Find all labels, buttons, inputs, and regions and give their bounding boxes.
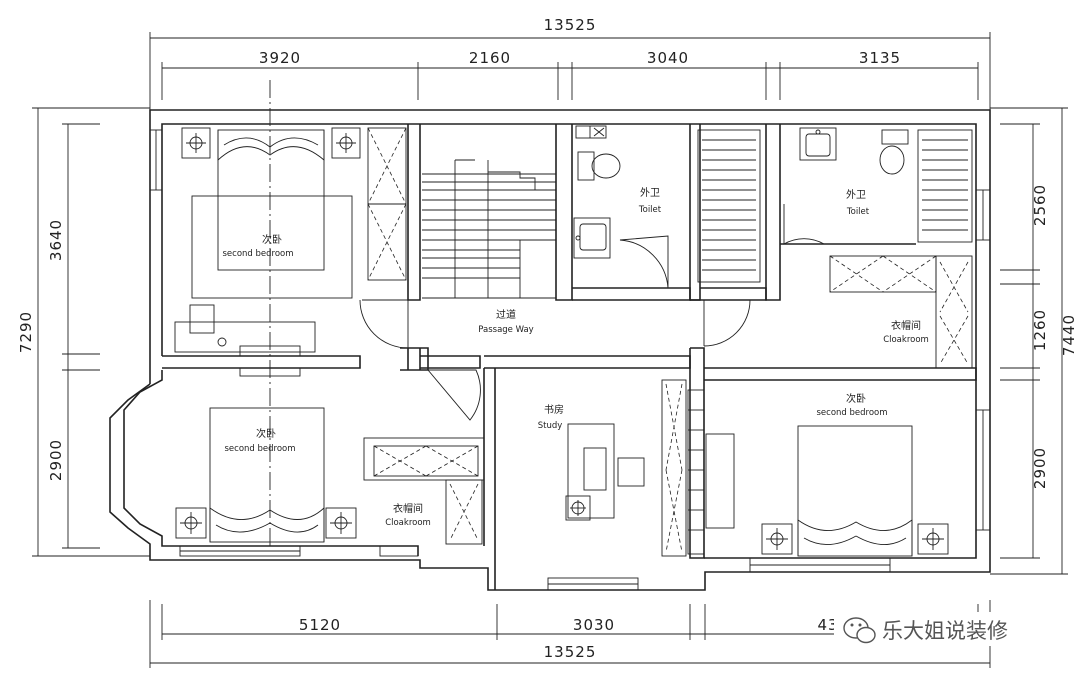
bedroom-sw-en: second bedroom (224, 444, 295, 454)
study-en: Study (538, 421, 563, 431)
bed-nw (181, 127, 361, 299)
wardrobe-nw (367, 127, 407, 281)
shower-slats-2 (922, 139, 968, 231)
dim-top-3: 3040 (647, 49, 689, 67)
dim-left-total: 7290 (17, 311, 35, 353)
label-toilet-2: 外卫 Toilet (846, 189, 870, 217)
label-bedroom-se: 次卧 second bedroom (816, 392, 887, 418)
dim-top-4: 3135 (859, 49, 901, 67)
toilet-2-cn: 外卫 (846, 189, 866, 201)
watermark-text: 乐大姐说装修 (882, 619, 1008, 643)
toilet-2-en: Toilet (846, 207, 870, 217)
dim-bottom-2: 3030 (573, 616, 615, 634)
staircase (422, 159, 556, 299)
dim-left-1: 3640 (47, 219, 65, 261)
cloakroom-sw-cn: 衣帽间 (393, 502, 423, 515)
doors (359, 204, 825, 421)
dim-left-2: 2900 (47, 439, 65, 481)
bedroom-nw-en: second bedroom (222, 249, 293, 259)
cloakroom-sw-en: Cloakroom (385, 518, 431, 528)
label-cloakroom-sw: 衣帽间 Cloakroom (385, 502, 431, 528)
bedroom-se-cn: 次卧 (846, 392, 866, 405)
cloakroom-e-en: Cloakroom (883, 335, 929, 345)
label-bedroom-sw: 次卧 second bedroom (224, 427, 295, 454)
dim-right-3: 2900 (1031, 447, 1049, 489)
study-shelf (687, 389, 705, 555)
passage-en: Passage Way (478, 325, 533, 335)
bedroom-nw-cn: 次卧 (262, 233, 282, 246)
label-study: 书房 Study (538, 403, 564, 431)
dim-right-1: 2560 (1031, 184, 1049, 226)
bedroom-sw-cn: 次卧 (256, 427, 276, 440)
dim-right-2: 1260 (1031, 309, 1049, 351)
toilet-2-fixtures (799, 127, 973, 243)
bed-sw (175, 407, 357, 543)
wardrobe-sw (363, 437, 485, 545)
toilet-1-cn: 外卫 (640, 187, 660, 199)
right-dimensions: 2560 1260 2900 7440 (990, 107, 1078, 575)
watermark: 乐大姐说装修 (834, 612, 1058, 646)
bedroom-se-en: second bedroom (816, 408, 887, 418)
dim-top-2: 2160 (469, 49, 511, 67)
dim-right-total: 7440 (1060, 314, 1078, 356)
study-cn: 书房 (544, 403, 564, 416)
label-cloakroom-e: 衣帽间 Cloakroom (883, 319, 929, 345)
dim-bottom-3: 43 (817, 616, 838, 634)
passage-cn: 过道 (496, 308, 516, 321)
label-passage: 过道 Passage Way (478, 308, 533, 335)
dim-top-1: 3920 (259, 49, 301, 67)
left-dimensions: 7290 3640 2900 (17, 107, 150, 557)
bed-se (705, 425, 949, 557)
shower-slats-1 (702, 139, 756, 271)
dim-bottom-1: 5120 (299, 616, 341, 634)
dim-top-total: 13525 (544, 16, 597, 34)
wardrobe-e (829, 255, 973, 369)
study-furniture (565, 379, 705, 557)
top-dimensions: 13525 3920 2160 3040 3135 (149, 16, 991, 110)
toilet-1-en: Toilet (638, 205, 662, 215)
label-bedroom-nw: 次卧 second bedroom (222, 233, 293, 259)
dim-bottom-total: 13525 (544, 643, 597, 661)
toilet-1-fixtures (573, 125, 761, 283)
cloakroom-e-cn: 衣帽间 (891, 319, 921, 332)
label-toilet-1: 外卫 Toilet (638, 187, 662, 215)
bottom-dimensions: 5120 3030 43 13525 (149, 600, 991, 668)
wechat-icon (843, 617, 876, 644)
desk-nw (174, 304, 316, 353)
